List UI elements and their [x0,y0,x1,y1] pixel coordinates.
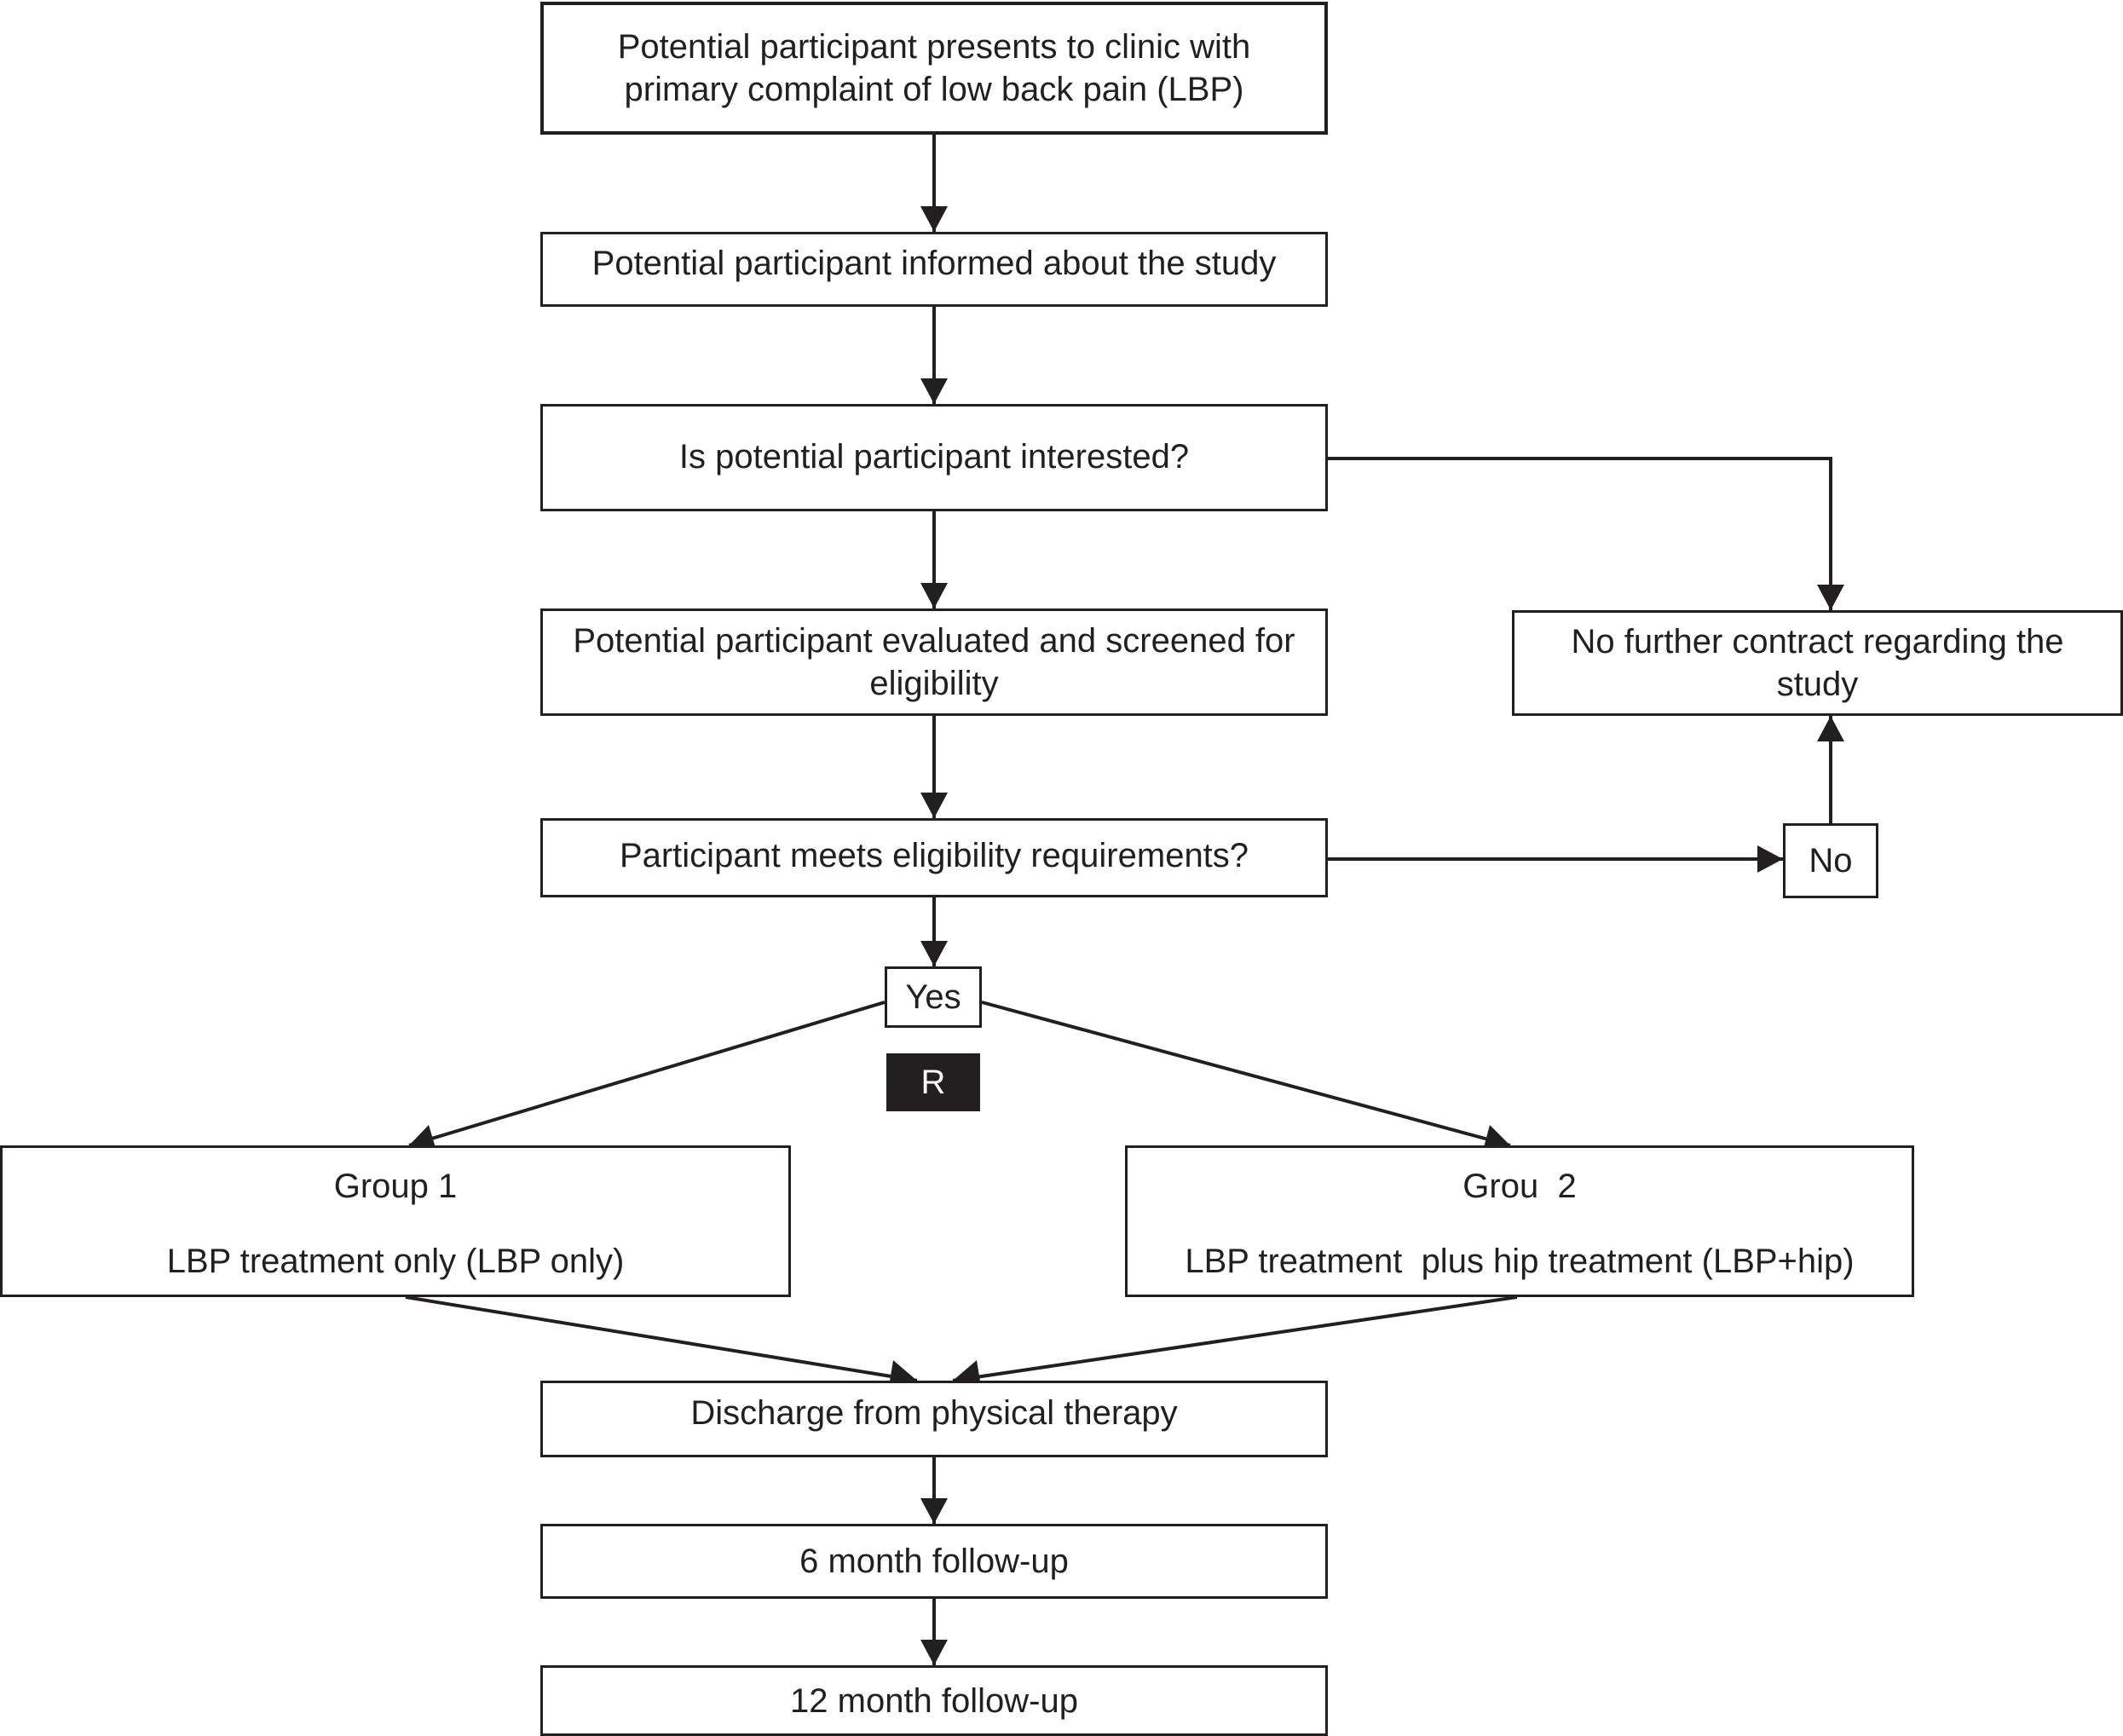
node-evaluated-screened: Potential participant evaluated and scre… [540,608,1328,716]
node-presents-to-clinic: Potential participant presents to clinic… [540,2,1328,135]
node-group-2: Grou 2 LBP treatment plus hip treatment … [1125,1145,1914,1297]
node-is-interested-label: Is potential participant interested? [678,438,1190,476]
node-6-month-followup: 6 month follow-up [540,1524,1328,1599]
node-group-2-title: Grou 2 [1462,1168,1577,1205]
node-yes: Yes [885,966,982,1028]
node-no-label: No [1809,842,1853,880]
arrowhead-6month [920,1498,948,1524]
node-meets-eligibility: Participant meets eligibility requiremen… [540,818,1328,897]
node-yes-label: Yes [905,978,961,1016]
arrowhead-discharge-left [889,1360,917,1387]
arrowhead-12month [920,1640,948,1665]
arrowhead-meets [920,793,948,818]
arrowhead-group2 [1483,1125,1510,1151]
node-no-further-contract-label: No further contract regarding the study [1571,623,2064,703]
node-randomization-label: R [920,1063,946,1101]
node-discharge-label: Discharge from physical therapy [690,1394,1178,1432]
arrowhead-informed [920,206,948,232]
node-discharge: Discharge from physical therapy [540,1381,1328,1457]
node-evaluated-screened-label: Potential participant evaluated and scre… [573,622,1295,702]
arrowhead-interested [920,378,948,404]
node-presents-to-clinic-label: Potential participant presents to clinic… [617,28,1251,108]
node-group-1-description: LBP treatment only (LBP only) [166,1243,625,1280]
node-informed-about-study: Potential participant informed about the… [540,232,1328,307]
arrow-group1-to-discharge [405,1295,918,1382]
arrowhead-no [1757,845,1783,873]
arrowhead-yes [920,941,948,966]
node-6-month-followup-label: 6 month follow-up [799,1543,1069,1580]
node-no: No [1783,823,1878,898]
node-group-1-title: Group 1 [333,1168,458,1205]
arrow-yes-to-group2 [981,1001,1511,1147]
arrowhead-no-further-top [1817,585,1844,610]
node-no-further-contract: No further contract regarding the study [1512,610,2123,716]
arrow-interested-to-no-further [1328,457,1832,610]
arrowhead-evaluated [920,583,948,608]
arrow-group2-to-discharge [952,1295,1518,1382]
node-12-month-followup-label: 12 month follow-up [790,1681,1078,1720]
node-informed-about-study-label: Potential participant informed about the… [591,245,1277,282]
arrowhead-discharge-right [953,1360,981,1387]
node-is-interested: Is potential participant interested? [540,404,1328,511]
node-group-2-description: LBP treatment plus hip treatment (LBP+hi… [1185,1243,1855,1280]
node-12-month-followup: 12 month follow-up [540,1665,1328,1736]
node-meets-eligibility-label: Participant meets eligibility requiremen… [619,836,1249,874]
arrow-yes-to-group1 [408,1001,886,1147]
arrowhead-group1 [409,1125,436,1151]
arrowhead-no-further-bottom [1817,716,1844,741]
node-group-1: Group 1 LBP treatment only (LBP only) [0,1145,791,1297]
node-randomization: R [886,1053,980,1111]
